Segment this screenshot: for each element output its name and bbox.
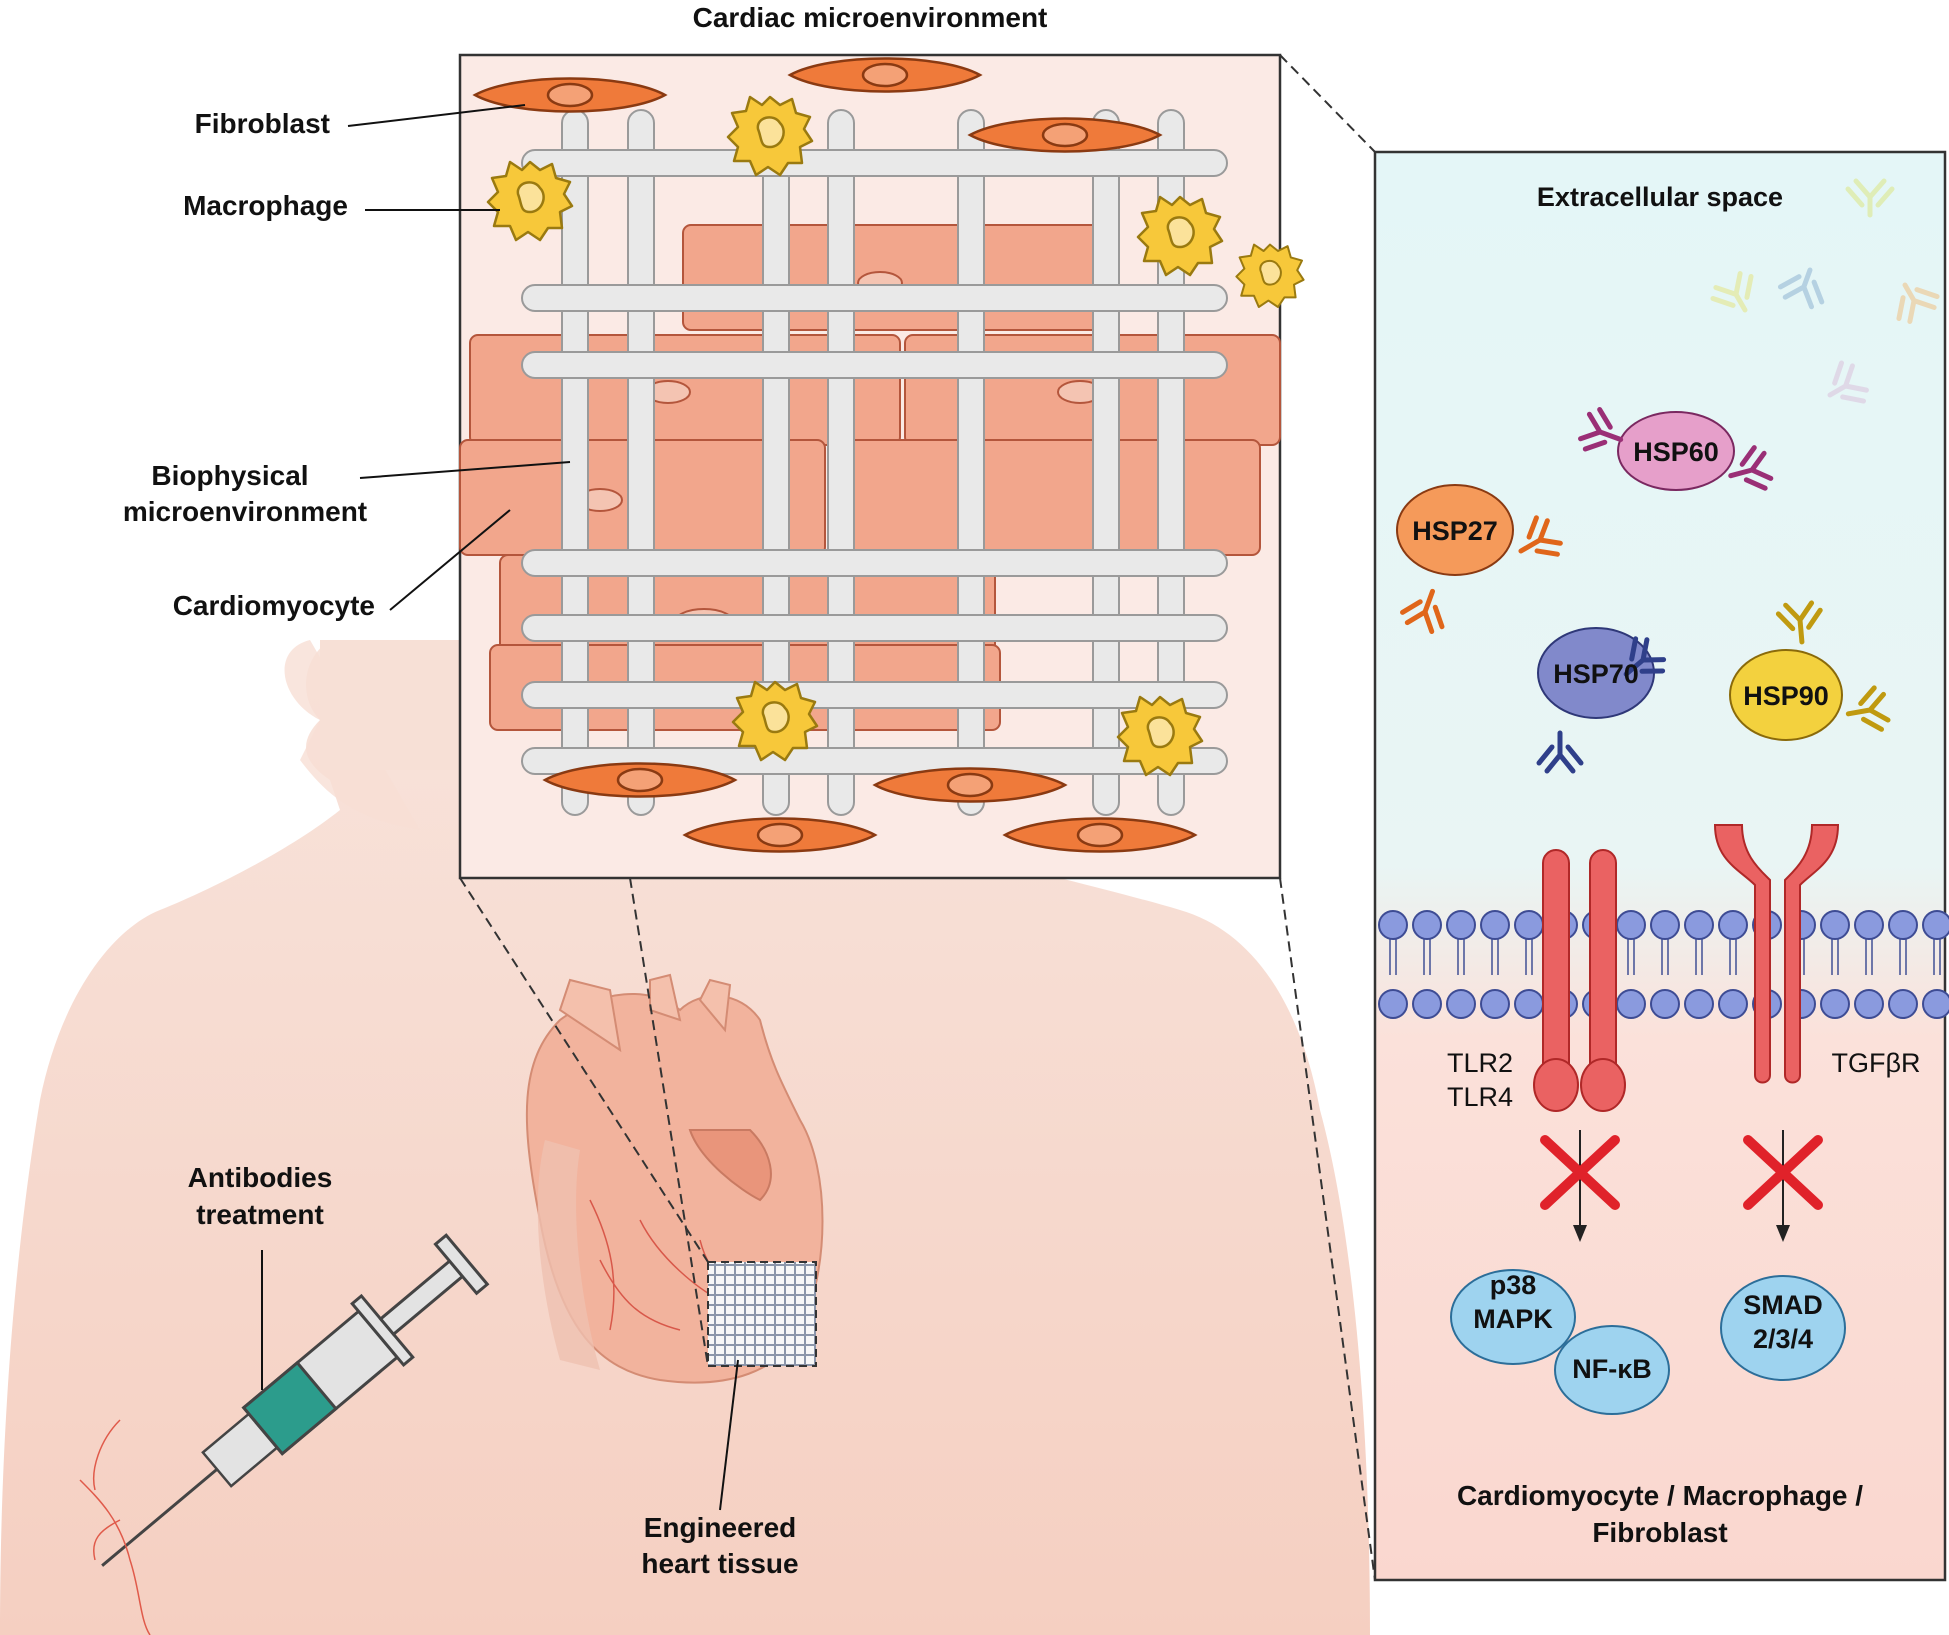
label-hsp27: HSP27 xyxy=(1412,516,1498,546)
label-engineered-line1: Engineered xyxy=(643,1512,797,1543)
label-fibroblast: Fibroblast xyxy=(194,108,330,139)
label-p38-line1: p38 xyxy=(1489,1270,1537,1300)
label-antibodies-line2: treatment xyxy=(196,1199,324,1230)
vein xyxy=(79,1419,151,1635)
label-extracellular-space: Extracellular space xyxy=(1536,182,1784,212)
label-biophysical-line1: Biophysical xyxy=(151,460,309,491)
figure-title: Cardiac microenvironment xyxy=(692,2,1048,33)
microenvironment-box xyxy=(458,53,1305,880)
tlr-receptor xyxy=(1533,849,1626,1112)
label-hsp90: HSP90 xyxy=(1743,681,1829,711)
label-cells-line1: Cardiomyocyte / Macrophage / xyxy=(1456,1480,1864,1511)
tgfbr-receptor xyxy=(1713,824,1840,1084)
label-nfkb: NF-κB xyxy=(1572,1354,1652,1384)
engineered-tissue-patch xyxy=(707,1261,817,1367)
block-x-icon xyxy=(1743,1135,1823,1210)
hsp60-protein xyxy=(1617,411,1735,491)
label-tgfbr: TGFβR xyxy=(1831,1048,1921,1078)
label-leaders xyxy=(261,104,739,1511)
label-cells-line2: Fibroblast xyxy=(1592,1517,1728,1548)
hsp27-protein xyxy=(1396,484,1514,576)
label-tlr4: TLR4 xyxy=(1446,1082,1514,1112)
label-hsp70: HSP70 xyxy=(1553,659,1639,689)
hsp90-protein xyxy=(1729,649,1843,741)
label-smad-line2: 2/3/4 xyxy=(1752,1324,1814,1354)
label-smad-line1: SMAD xyxy=(1743,1290,1823,1320)
syringe-icon xyxy=(101,1233,490,1567)
label-hsp60: HSP60 xyxy=(1633,437,1719,467)
label-antibodies-line1: Antibodies xyxy=(187,1162,333,1193)
label-biophysical-line2: microenvironment xyxy=(122,496,368,527)
pathway-block-arrows xyxy=(1540,1130,1823,1242)
molecular-panel xyxy=(1373,150,1949,1582)
p38-mapk-molecule xyxy=(1450,1269,1576,1365)
smad-molecule xyxy=(1720,1275,1846,1381)
heart-illustration xyxy=(525,973,824,1384)
label-engineered-line2: heart tissue xyxy=(641,1548,799,1579)
scaffold-fibers xyxy=(521,109,1228,816)
nfkb-molecule xyxy=(1554,1325,1670,1415)
label-macrophage: Macrophage xyxy=(183,190,348,221)
label-tlr2: TLR2 xyxy=(1446,1048,1514,1078)
zoom-connectors xyxy=(459,54,1376,1581)
label-cardiomyocyte: Cardiomyocyte xyxy=(172,590,375,621)
label-p38-line2: MAPK xyxy=(1473,1304,1553,1334)
block-x-icon xyxy=(1540,1135,1620,1210)
